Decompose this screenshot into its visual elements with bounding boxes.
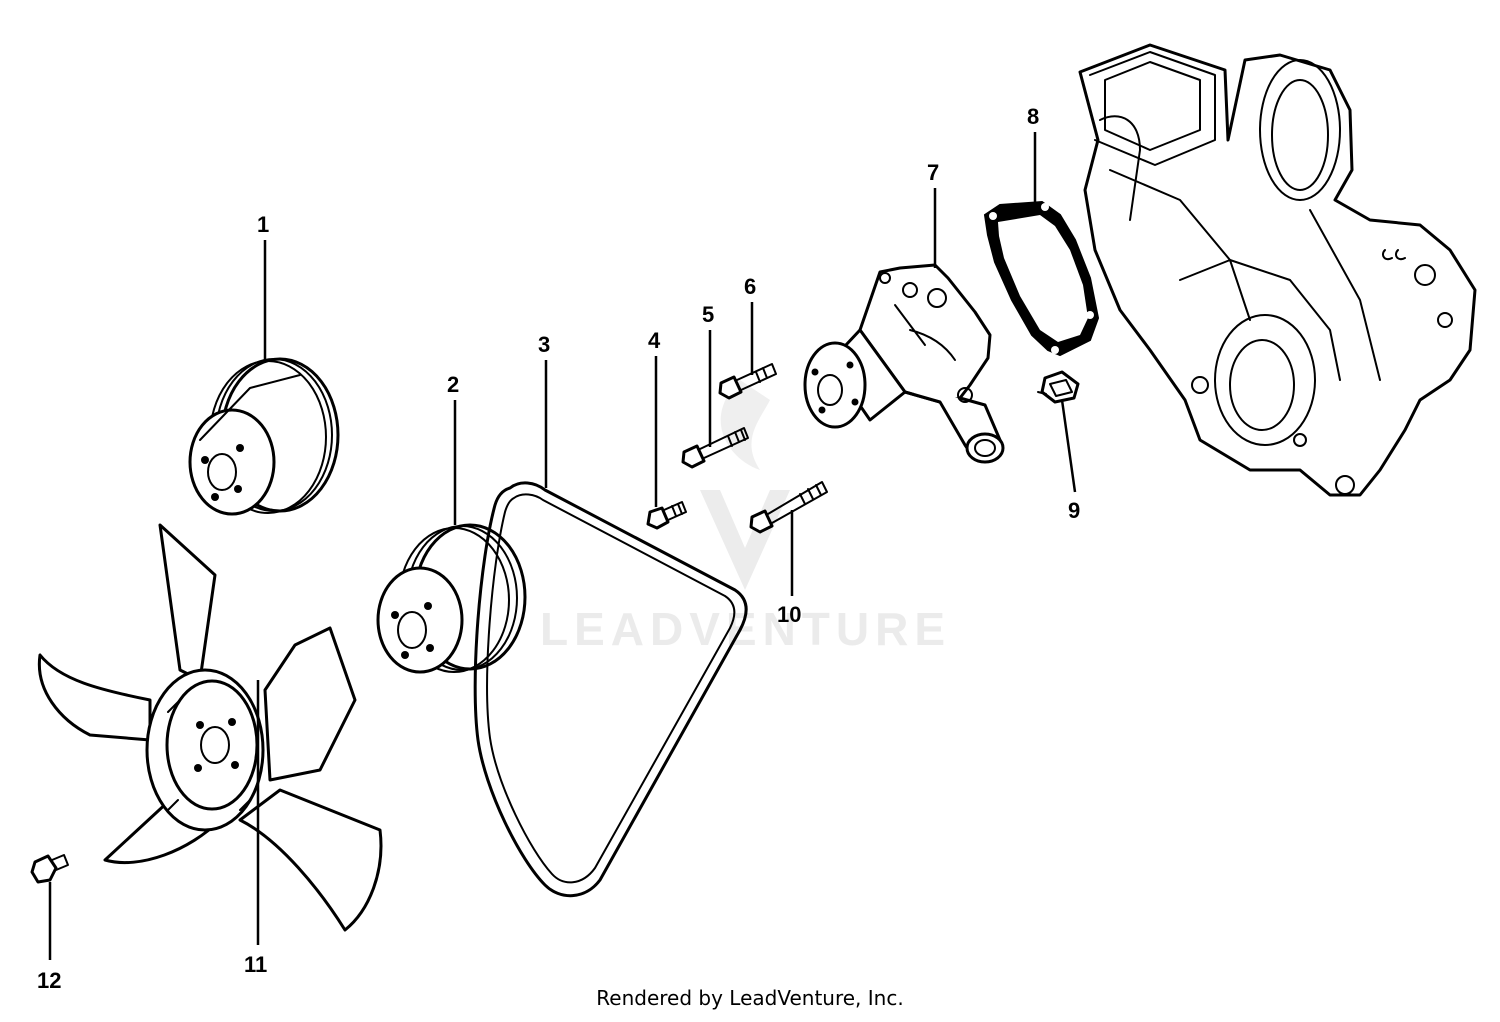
bolt-5[interactable] [681, 427, 749, 469]
callout-8: 8 [1027, 104, 1039, 129]
bolt-10[interactable] [749, 481, 828, 534]
callout-11: 11 [244, 952, 267, 977]
sensor-9[interactable] [1037, 370, 1080, 404]
callout-3: 3 [538, 332, 550, 357]
v-belt-3[interactable] [473, 481, 748, 898]
bolt-6[interactable] [718, 363, 777, 400]
cooling-fan-11[interactable] [37, 523, 383, 932]
callout-4: 4 [648, 328, 661, 353]
leader-lines [48, 132, 1077, 960]
callout-2: 2 [447, 372, 459, 397]
gasket-8[interactable] [983, 200, 1100, 357]
bolt-4[interactable] [646, 501, 687, 530]
pulley-1[interactable] [188, 357, 340, 516]
callout-10: 10 [777, 602, 801, 627]
callout-6: 6 [744, 274, 756, 299]
callout-5: 5 [702, 302, 714, 327]
watermark-text: LEADVENTURE [540, 603, 951, 655]
callout-9: 9 [1068, 498, 1080, 523]
watermark-logo-icon [700, 490, 790, 590]
bolt-12[interactable] [30, 854, 69, 884]
footer-credit: Rendered by LeadVenture, Inc. [596, 986, 904, 1010]
callout-12: 12 [37, 968, 61, 993]
callout-1: 1 [257, 212, 269, 237]
pulley-2[interactable] [376, 523, 527, 674]
callout-7: 7 [927, 160, 939, 185]
engine-front-housing [1078, 43, 1477, 497]
water-pump-7[interactable] [803, 263, 1005, 464]
callout-labels: 1 2 3 4 5 6 7 8 9 10 11 12 [37, 104, 1080, 993]
